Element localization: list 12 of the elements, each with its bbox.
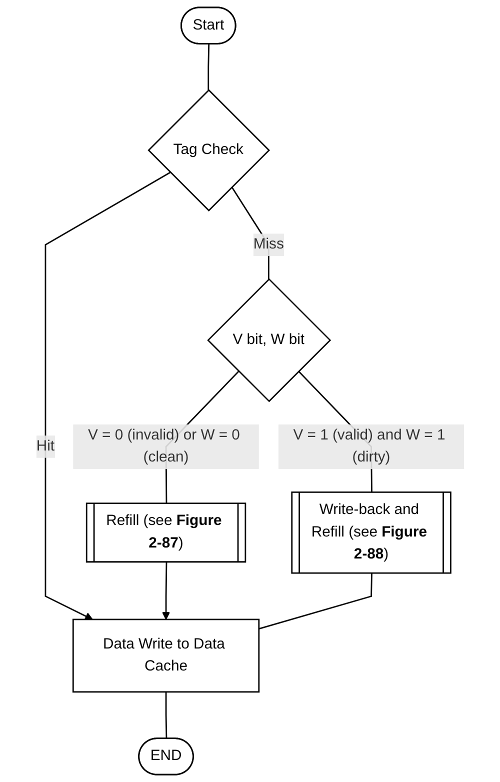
connector (258, 573, 372, 630)
arrow (162, 562, 170, 620)
node-diamond: V bit, W bit (206, 278, 331, 402)
edge-label: Miss (253, 236, 284, 252)
connector (165, 692, 167, 739)
edge-label: V = 0 (invalid) or W = 0 (clean) (88, 427, 240, 466)
node-box: Data Write to Data Cache (72, 618, 260, 693)
connector (207, 44, 210, 90)
edge-label: Hit (36, 438, 54, 454)
edge-label: V = 1 (valid) and W = 1 (dirty) (292, 427, 445, 466)
node-diamond: Tag Check (147, 89, 270, 212)
arrow (44, 172, 170, 620)
